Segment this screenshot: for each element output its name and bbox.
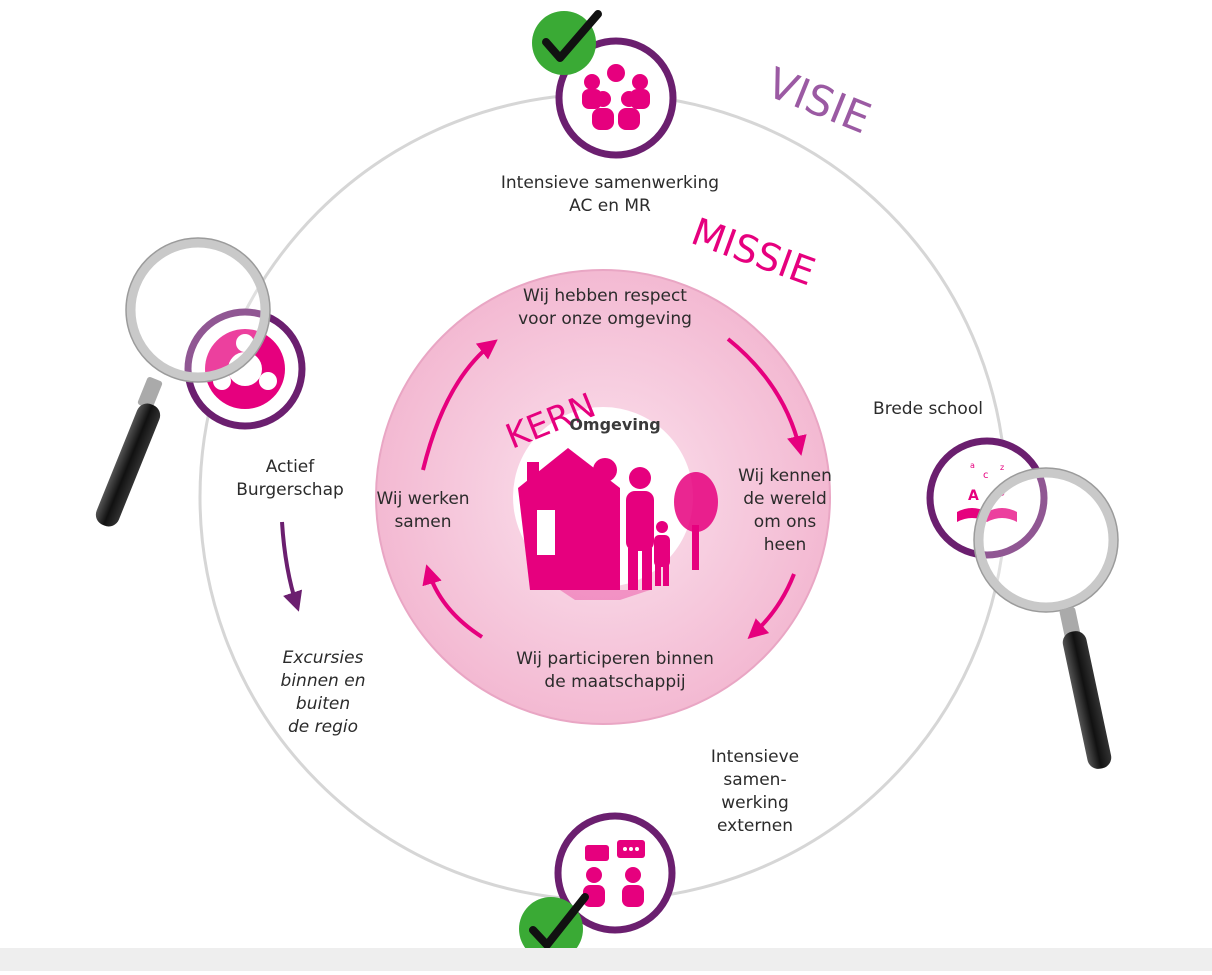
svg-text:z: z <box>1000 463 1004 472</box>
cycle-label-right: Wij kennen de wereld om ons heen <box>738 466 832 555</box>
cycle-label-bottom: Wij participeren binnen de maatschappij <box>516 649 714 692</box>
bottom-item-label: Intensieve samen- werking externen <box>710 747 800 836</box>
cycle-arrow-bottom-left <box>422 564 484 639</box>
bottom-check-icon <box>519 893 589 961</box>
left-magnifier-icon <box>95 237 271 527</box>
cycle-arrow-right-bottom <box>747 573 796 639</box>
cycle-label-left: Wij werken samen <box>376 489 470 532</box>
left-item-label: Actief Burgerschap <box>236 457 344 500</box>
left-sub-label: Excursies binnen en buiten de regio <box>280 648 366 737</box>
bottom-band <box>0 948 1212 971</box>
visie-label: VISIE <box>760 58 877 143</box>
cycle-label-top: Wij hebben respect voor onze omgeving <box>518 286 692 329</box>
svg-text:a: a <box>970 461 975 470</box>
cycle-arrow-left-top <box>421 339 498 471</box>
chat-people-icon <box>583 840 645 907</box>
center-title: Omgeving <box>569 415 660 434</box>
right-item-label: Brede school <box>873 399 983 419</box>
family-house-tree-icon <box>518 448 718 600</box>
right-magnifier-icon <box>973 467 1119 769</box>
svg-text:c: c <box>983 470 989 481</box>
top-item-icon <box>555 37 677 159</box>
group-icon <box>582 64 650 130</box>
top-check-icon <box>532 10 602 75</box>
top-item-label: Intensieve samenwerking AC en MR <box>500 173 720 216</box>
cycle-arrow-top-right <box>726 337 807 456</box>
burgerschap-arrow <box>280 521 303 612</box>
svg-text:A: A <box>968 488 979 504</box>
